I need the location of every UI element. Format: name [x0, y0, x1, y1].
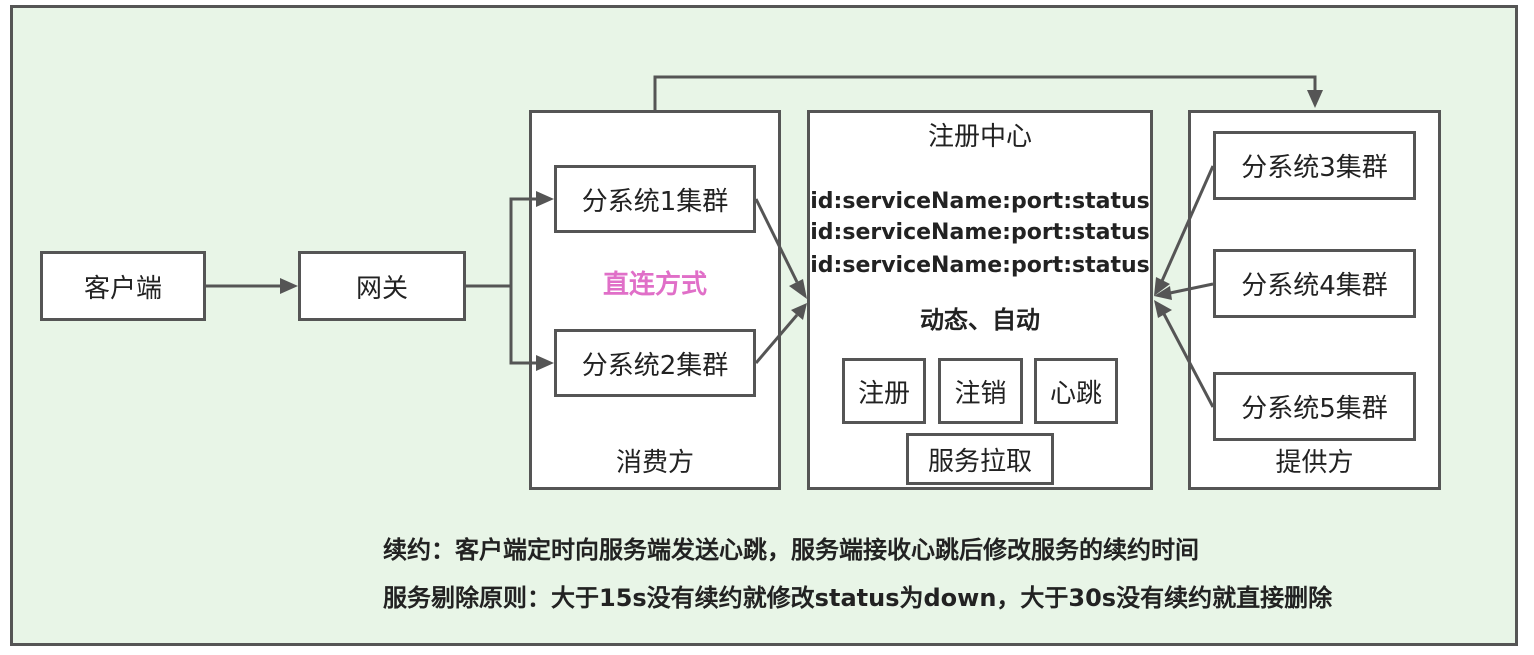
arrow-subsystem-4-to-registry	[1169, 282, 1214, 295]
arrowhead-gateway	[280, 278, 298, 294]
direct-mode-label: 直连方式	[602, 269, 707, 300]
register-action-box	[842, 358, 926, 424]
registry-title: 注册中心	[927, 121, 1032, 152]
subsystem-3-label: 分系统3集群	[1241, 153, 1388, 183]
arrowhead-registry-from-5	[1154, 300, 1172, 318]
renewal-note: 续约：客户端定时向服务端发送心跳，服务端接收心跳后修改服务的续约时间	[383, 536, 1199, 564]
subsystem-2-label: 分系统2集群	[581, 350, 729, 381]
arrow-subsystem-3-to-registry	[1160, 165, 1215, 282]
arrow-subsystem-1-to-registry	[754, 198, 799, 283]
consumer-title: 消费方	[615, 447, 694, 478]
provider-title: 提供方	[1275, 447, 1354, 478]
subsystem-1-box	[554, 165, 756, 233]
subsystem-4-label: 分系统4集群	[1241, 271, 1388, 301]
arrowhead-registry-from-4	[1154, 286, 1172, 300]
deregister-action-box	[938, 358, 1023, 424]
subsystem-5-label: 分系统5集群	[1241, 394, 1388, 424]
registry-record-1: id:serviceName:port:status	[810, 188, 1150, 214]
register-action-label: 注册	[857, 378, 910, 409]
client-box	[40, 251, 206, 321]
arrow-subsystem-2-to-registry	[754, 314, 799, 364]
subsystem-3-box	[1213, 131, 1416, 200]
eviction-note: 服务剔除原则：大于15s没有续约就修改status为down，大于30s没有续约…	[383, 584, 1333, 612]
arrowhead-subsystem-1	[536, 191, 554, 207]
gateway-box	[298, 251, 466, 321]
subsystem-4-box	[1213, 249, 1416, 318]
client-label: 客户端	[83, 273, 162, 304]
arrow-gateway-to-subsystem-2	[509, 286, 538, 365]
arrow-subsystem-5-to-registry	[1162, 313, 1215, 408]
registry-record-2: id:serviceName:port:status	[810, 219, 1150, 245]
registry-record-3: id:serviceName:port:status	[810, 252, 1150, 278]
heartbeat-action-label: 心跳	[1049, 378, 1102, 409]
arrowhead-registry-from-2	[791, 303, 807, 320]
registry-feature: 动态、自动	[920, 305, 1040, 334]
arrowhead-provider	[1307, 90, 1323, 108]
subsystem-2-box	[554, 329, 756, 397]
service-pull-box	[906, 433, 1054, 485]
subsystem-5-box	[1213, 372, 1416, 441]
arrowhead-registry-from-3	[1154, 277, 1170, 296]
subsystem-1-label: 分系统1集群	[581, 186, 729, 217]
arrow-gateway-to-subsystem-1	[509, 197, 538, 286]
arrowhead-registry-from-1	[789, 279, 807, 299]
deregister-action-label: 注销	[954, 378, 1007, 409]
registry-container	[807, 110, 1153, 490]
gateway-label: 网关	[355, 273, 408, 304]
arrow-consumer-to-provider	[653, 75, 1317, 110]
service-pull-label: 服务拉取	[927, 446, 1032, 477]
arrowhead-subsystem-2	[536, 355, 554, 371]
heartbeat-action-box	[1034, 358, 1118, 424]
